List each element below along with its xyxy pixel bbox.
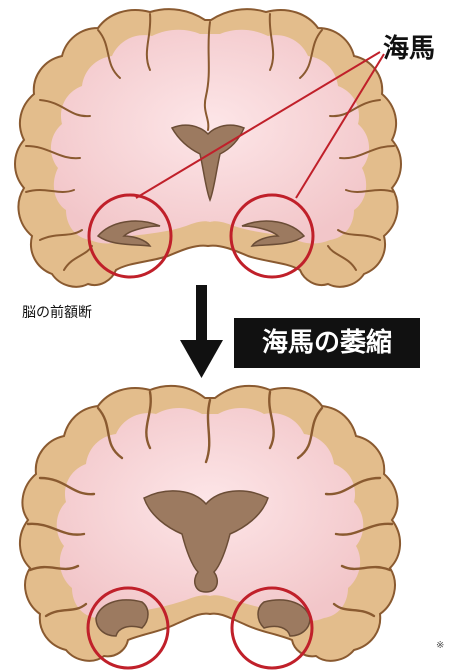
brain-section-normal xyxy=(15,9,401,287)
coronal-section-label: 脳の前額断 xyxy=(22,302,92,322)
hippocampus-label: 海馬 xyxy=(383,28,435,65)
brain-section-atrophy xyxy=(20,386,400,668)
note-mark: ※ xyxy=(436,640,444,651)
down-arrow-icon xyxy=(180,285,223,378)
atrophy-label: 海馬の萎縮 xyxy=(234,318,420,368)
